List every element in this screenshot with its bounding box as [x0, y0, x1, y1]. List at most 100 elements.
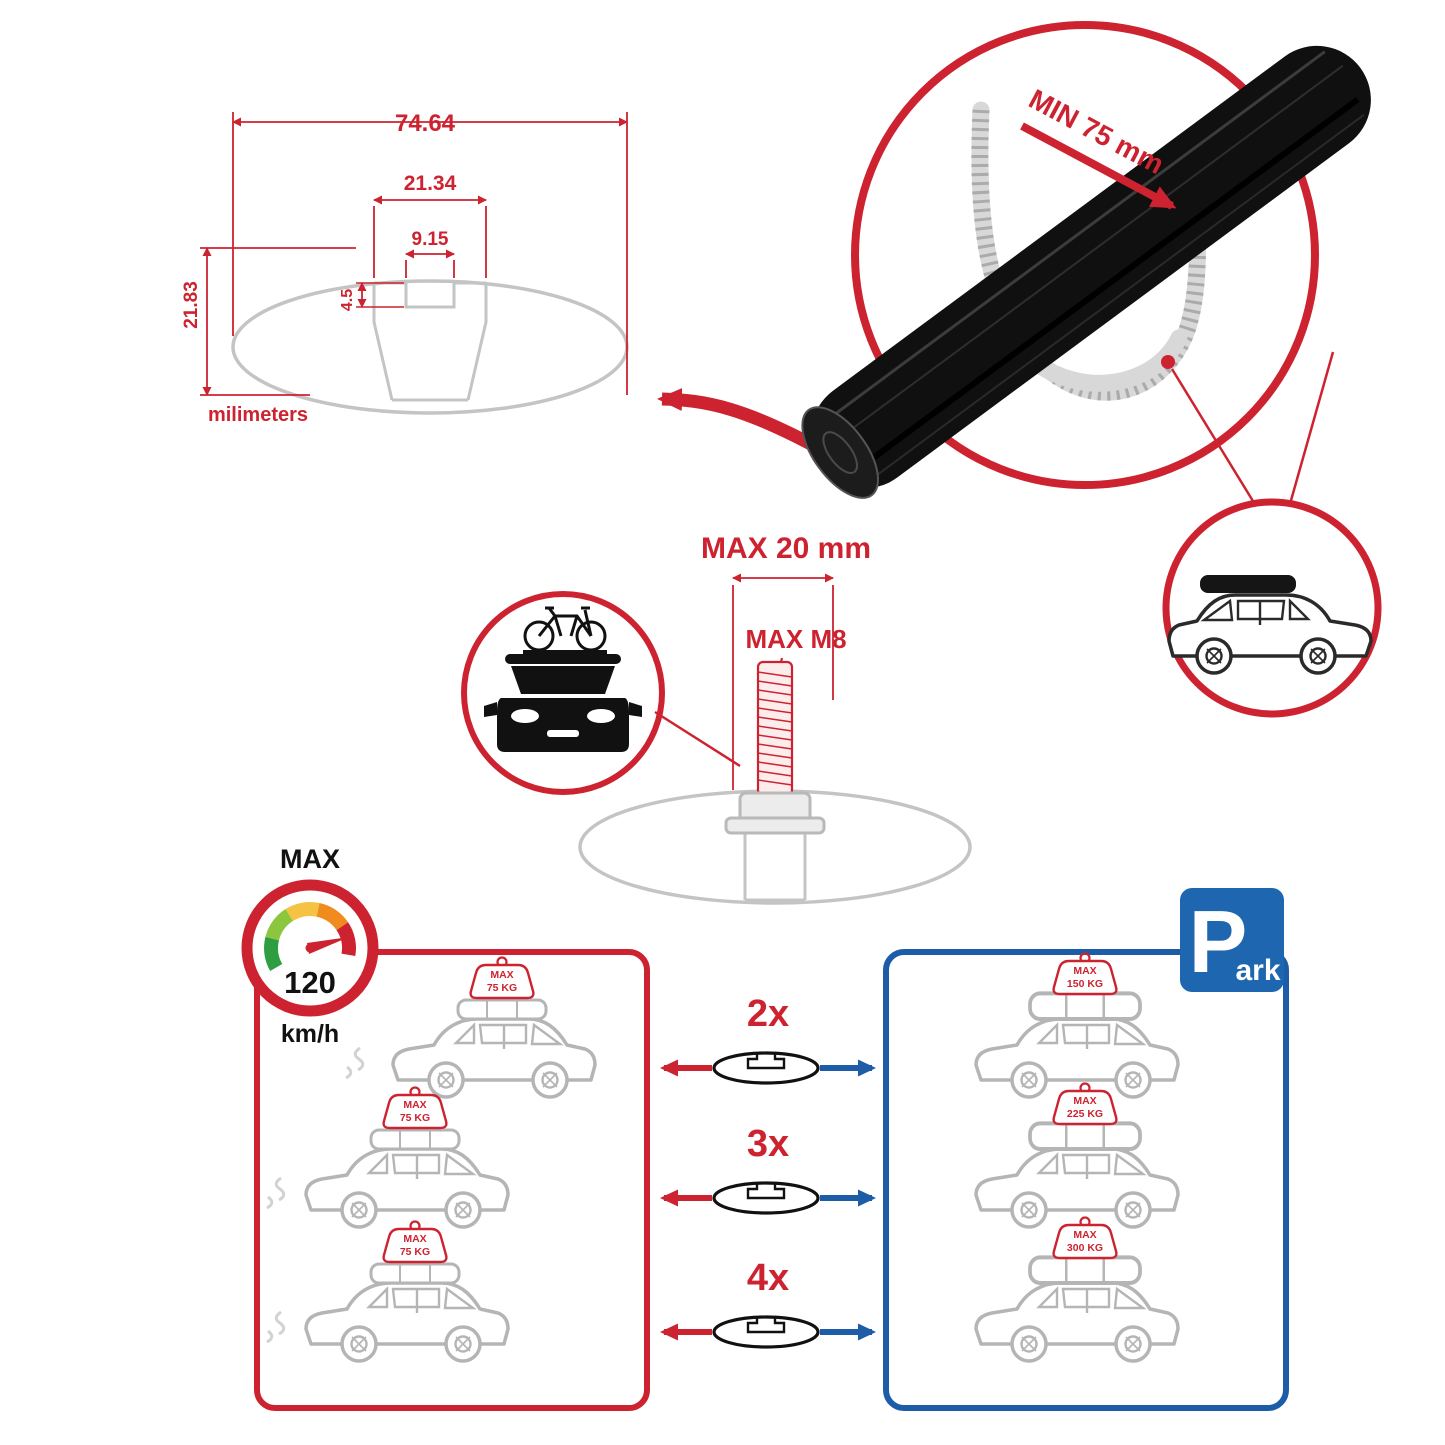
dim-overall-height: 21.83	[181, 281, 202, 329]
dim-extension-channel-width	[373, 206, 487, 278]
speed-max-label: MAX	[280, 844, 340, 874]
dim-overall-width: 74.64	[395, 110, 456, 137]
speed-limit-gauge: MAX 120 km/h	[241, 844, 379, 1048]
badge-weight: 75 KG	[487, 982, 517, 994]
car-body-front	[497, 698, 629, 752]
suv-with-roofbox	[1167, 575, 1373, 675]
car-front-view	[484, 606, 642, 752]
park-sign-suffix: ark	[1235, 954, 1280, 987]
gauge-arc-yellow	[285, 902, 320, 922]
weight-badge: MAX 75 KG	[469, 956, 535, 1000]
parked-car-3: MAX 300 KG	[974, 1216, 1180, 1363]
car-roof	[505, 654, 621, 664]
speed-value: 120	[284, 965, 336, 1000]
car-headlight-right	[587, 709, 615, 723]
multiplier-row-3: 4x	[660, 1257, 876, 1349]
bolt-detail: MAX 20 mm MAX M8	[578, 532, 972, 905]
bicycle-icon	[523, 606, 607, 654]
gauge-arc-red	[336, 922, 356, 957]
crossbar-end-slot	[822, 431, 858, 474]
weight-badge: MAX 75 KG	[382, 1086, 448, 1130]
crossbar-icon	[712, 1181, 820, 1215]
bolt-max-length-label: MAX 20 mm	[701, 532, 871, 565]
crossbar-ridge-2	[834, 65, 1344, 443]
bolt-dim-extensions	[732, 585, 834, 790]
multiplier-label: 2x	[747, 993, 789, 1035]
park-sign-letter: P	[1189, 892, 1248, 991]
zoom-circle	[851, 21, 1319, 489]
weight-badge: MAX 75 KG	[382, 1220, 448, 1264]
multiplier-label: 3x	[747, 1123, 789, 1165]
crossbar-ridge-3	[874, 113, 1365, 478]
badge-max-label: MAX	[403, 1233, 426, 1245]
weight-badge: MAX 225 KG	[1052, 1082, 1118, 1126]
crossbar-body	[811, 45, 1371, 489]
dim-slot-depth: 4.5	[339, 289, 356, 311]
parked-car-1: MAX 150 KG	[974, 952, 1180, 1099]
badge-weight: 150 KG	[1067, 978, 1103, 990]
speed-unit: km/h	[281, 1020, 339, 1048]
crossbar-channel-groove	[866, 97, 1360, 465]
gauge-hub	[305, 943, 315, 953]
park-sign: P ark	[1180, 888, 1284, 992]
car-headlight-left	[511, 709, 539, 723]
gauge-arc-lightgreen	[265, 908, 294, 941]
badge-max-label: MAX	[490, 969, 513, 981]
roof-box	[1200, 575, 1296, 593]
motion-squiggle	[266, 1310, 286, 1344]
car-windshield	[511, 666, 615, 694]
cross-section-drawing: 74.64 21.34 9.15 4.5 21.83 milimeters	[181, 110, 629, 426]
bar-clamp-detail: MIN 75 mm	[801, 21, 1371, 507]
bike-callout-leader	[654, 710, 741, 768]
weight-badge: MAX 150 KG	[1052, 952, 1118, 996]
gauge-arc-green	[264, 936, 283, 971]
dim-extension-overall-width	[232, 112, 628, 395]
clamp-point-dot	[1161, 355, 1175, 369]
badge-weight: 300 KG	[1067, 1242, 1103, 1254]
suv-roofbox-callout	[1162, 498, 1382, 718]
bolt-max-thread-label: MAX M8	[745, 624, 846, 654]
moving-car-3: MAX 75 KG	[266, 1220, 510, 1363]
park-sign-plate	[1180, 888, 1284, 992]
dim-slot-width: 9.15	[412, 229, 449, 250]
bike-rack-callout	[461, 591, 741, 795]
gauge-arc-orange	[316, 903, 349, 931]
moving-car-1: MAX 75 KG	[345, 956, 597, 1099]
weight-badge: MAX 300 KG	[1052, 1216, 1118, 1260]
multiplier-row-1: 2x	[660, 993, 876, 1085]
badge-weight: 225 KG	[1067, 1108, 1103, 1120]
dim-channel-width: 21.34	[404, 172, 457, 195]
badge-weight: 75 KG	[400, 1112, 430, 1124]
car-grill	[547, 730, 579, 737]
crossbar-icon	[712, 1315, 820, 1349]
badge-max-label: MAX	[1073, 1229, 1096, 1241]
motion-squiggle	[345, 1046, 365, 1080]
badge-max-label: MAX	[1073, 1095, 1096, 1107]
dim-extension-slot-width	[405, 260, 455, 278]
parked-car-2: MAX 225 KG	[974, 1082, 1180, 1229]
bolt-tnut-plate	[724, 816, 826, 835]
badge-max-label: MAX	[1073, 965, 1096, 977]
callout-lines-to-suv	[1170, 351, 1335, 507]
crossbar-ellipse-outline	[231, 279, 629, 415]
dim-extension-overall-height	[200, 247, 356, 396]
callout-arrow-to-drawing	[657, 387, 826, 456]
min-clearance-arrow	[1020, 122, 1177, 210]
multiplier-row-2: 3x	[660, 1123, 876, 1215]
crossbar-3d	[801, 45, 1371, 499]
multiplier-label: 4x	[747, 1257, 789, 1299]
dim-extension-slot-depth	[356, 282, 404, 308]
crossbar-end-face	[801, 406, 880, 499]
crossbar-icon	[712, 1051, 820, 1085]
bolt-thread-lines	[757, 671, 793, 786]
moving-car-2: MAX 75 KG	[266, 1086, 510, 1229]
motion-squiggle	[266, 1176, 286, 1210]
capacity-section: MAX 75 KG MAX 75 KG MAX 75 KG	[254, 888, 1289, 1411]
badge-max-label: MAX	[403, 1099, 426, 1111]
badge-weight: 75 KG	[400, 1246, 430, 1258]
units-label: milimeters	[208, 404, 308, 426]
gauge-needle	[307, 937, 349, 954]
crossbar-ridge-1	[828, 50, 1326, 420]
